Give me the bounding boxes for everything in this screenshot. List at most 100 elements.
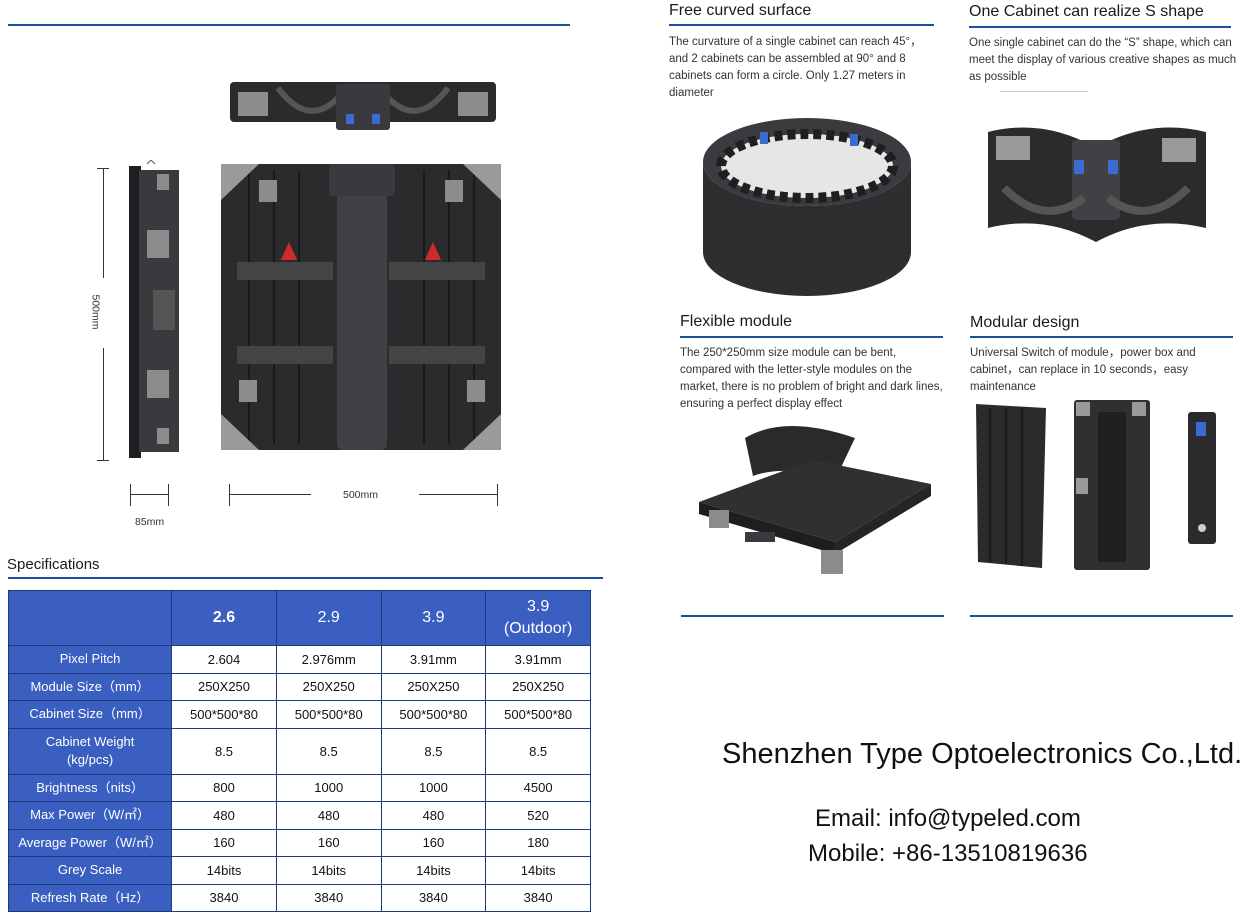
col-header: 3.9 (Outdoor) bbox=[485, 590, 591, 646]
table-row: Max Power（W/㎡） 480 480 480 520 bbox=[7, 801, 591, 830]
table-row: Refresh Rate（Hz） 3840 3840 3840 3840 bbox=[7, 883, 591, 912]
table-cell: 3840 bbox=[485, 883, 591, 912]
table-row: Brightness（nits） 800 1000 1000 4500 bbox=[7, 773, 591, 802]
feature-modular-rule bbox=[970, 336, 1233, 338]
feature-flexible-title: Flexible module bbox=[680, 313, 793, 330]
table-cell: 160 bbox=[275, 828, 382, 857]
feature-flexible-bottom-rule bbox=[681, 615, 944, 617]
row-label: Refresh Rate（Hz） bbox=[7, 883, 173, 912]
dim-width-label: 500mm bbox=[343, 489, 379, 501]
specifications-title: Specifications bbox=[7, 556, 100, 573]
table-cell: 14bits bbox=[485, 856, 591, 885]
specifications-rule bbox=[8, 577, 603, 579]
table-cell: 250X250 bbox=[485, 672, 591, 701]
row-label: Cabinet Weight (kg/pcs) bbox=[7, 727, 173, 775]
table-cell: 8.5 bbox=[275, 727, 382, 775]
feature-s-shape-title: One Cabinet can realize S shape bbox=[969, 3, 1204, 20]
col-header: 2.6 bbox=[171, 590, 277, 646]
feature-s-shape-divider bbox=[1000, 91, 1088, 92]
feature-flexible-rule bbox=[680, 336, 943, 338]
feature-curved-title: Free curved surface bbox=[669, 2, 812, 19]
table-cell: 8.5 bbox=[171, 727, 277, 775]
dim-width-line-left bbox=[229, 494, 311, 495]
feature-modular-bottom-rule bbox=[970, 615, 1233, 617]
dim-height-bottom-tick bbox=[97, 460, 109, 461]
modular-parts-image bbox=[976, 400, 1216, 570]
col-header: 3.9 bbox=[380, 590, 487, 646]
table-row: Pixel Pitch 2.604 2.976mm 3.91mm 3.91mm bbox=[7, 645, 591, 674]
table-cell: 2.976mm bbox=[275, 645, 382, 674]
cabinet-rear-view-image bbox=[221, 164, 501, 450]
dim-width-line-right bbox=[419, 494, 498, 495]
table-cell: 250X250 bbox=[171, 672, 277, 701]
feature-flexible-body: The 250*250mm size module can be bent, c… bbox=[680, 347, 943, 410]
row-label: Cabinet Size（mm） bbox=[7, 700, 173, 729]
dim-height-line-top bbox=[103, 168, 104, 278]
table-cell: 14bits bbox=[171, 856, 277, 885]
company-mobile: Mobile: +86-13510819636 bbox=[808, 840, 1088, 867]
feature-s-shape-body: One single cabinet can do the “S” shape,… bbox=[969, 37, 1237, 83]
feature-curved-body: The curvature of a single cabinet can re… bbox=[669, 36, 922, 99]
table-row: Module Size（mm） 250X250 250X250 250X250 … bbox=[7, 672, 591, 701]
table-cell: 1000 bbox=[380, 773, 487, 802]
col-header: 2.9 bbox=[275, 590, 382, 646]
table-cell: 520 bbox=[485, 801, 591, 830]
feature-modular-body: Universal Switch of module，power box and… bbox=[970, 347, 1196, 393]
cabinet-top-view-image bbox=[230, 82, 496, 130]
table-cell: 250X250 bbox=[380, 672, 487, 701]
table-cell: 480 bbox=[380, 801, 487, 830]
table-cell: 500*500*80 bbox=[275, 700, 382, 729]
feature-curved-rule bbox=[669, 24, 934, 26]
table-cell: 3840 bbox=[275, 883, 382, 912]
table-cell: 800 bbox=[171, 773, 277, 802]
table-cell: 250X250 bbox=[275, 672, 382, 701]
company-name: Shenzhen Type Optoelectronics Co.,Ltd. bbox=[722, 738, 1240, 770]
row-label: Pixel Pitch bbox=[7, 645, 173, 674]
table-row: Grey Scale 14bits 14bits 14bits 14bits bbox=[7, 856, 591, 885]
s-shape-cabinet-image bbox=[988, 127, 1206, 242]
table-cell: 160 bbox=[171, 828, 277, 857]
dim-depth-label: 85mm bbox=[135, 516, 165, 528]
dim-width-left-tick bbox=[229, 484, 230, 506]
dim-depth-left-tick bbox=[130, 484, 131, 506]
table-cell: 500*500*80 bbox=[485, 700, 591, 729]
dim-height-line-bottom bbox=[103, 348, 104, 460]
company-email: Email: info@typeled.com bbox=[815, 805, 1081, 832]
table-corner-cell bbox=[7, 590, 173, 646]
table-row: Cabinet Size（mm） 500*500*80 500*500*80 5… bbox=[7, 700, 591, 729]
table-cell: 8.5 bbox=[380, 727, 487, 775]
dim-depth-line bbox=[130, 494, 168, 495]
table-cell: 2.604 bbox=[171, 645, 277, 674]
feature-s-shape-rule bbox=[969, 26, 1231, 28]
table-cell: 14bits bbox=[275, 856, 382, 885]
row-label: Max Power（W/㎡） bbox=[7, 801, 173, 830]
table-cell: 160 bbox=[380, 828, 487, 857]
table-cell: 3840 bbox=[380, 883, 487, 912]
table-row: Average Power（W/㎡） 160 160 160 180 bbox=[7, 828, 591, 857]
table-cell: 180 bbox=[485, 828, 591, 857]
table-cell: 4500 bbox=[485, 773, 591, 802]
specifications-table: 2.6 2.9 3.9 3.9 (Outdoor) Pixel Pitch 2.… bbox=[7, 590, 591, 912]
cabinet-side-view-image bbox=[129, 160, 179, 458]
feature-modular-title: Modular design bbox=[970, 314, 1080, 331]
table-cell: 1000 bbox=[275, 773, 382, 802]
table-cell: 3.91mm bbox=[380, 645, 487, 674]
dim-width-right-tick bbox=[497, 484, 498, 506]
row-label: Grey Scale bbox=[7, 856, 173, 885]
row-label: Average Power（W/㎡） bbox=[7, 828, 173, 857]
dim-height-label: 500mm bbox=[89, 294, 102, 330]
table-row: Cabinet Weight (kg/pcs) 8.5 8.5 8.5 8.5 bbox=[7, 727, 591, 775]
table-cell: 8.5 bbox=[485, 727, 591, 775]
table-cell: 3840 bbox=[171, 883, 277, 912]
flexible-module-image bbox=[699, 426, 931, 574]
top-left-rule bbox=[8, 24, 570, 26]
dim-depth-right-tick bbox=[168, 484, 169, 506]
table-cell: 500*500*80 bbox=[380, 700, 487, 729]
table-cell: 3.91mm bbox=[485, 645, 591, 674]
row-label: Brightness（nits） bbox=[7, 773, 173, 802]
table-cell: 14bits bbox=[380, 856, 487, 885]
table-cell: 480 bbox=[171, 801, 277, 830]
row-label: Module Size（mm） bbox=[7, 672, 173, 701]
table-cell: 480 bbox=[275, 801, 382, 830]
curved-ring-image bbox=[703, 118, 911, 296]
